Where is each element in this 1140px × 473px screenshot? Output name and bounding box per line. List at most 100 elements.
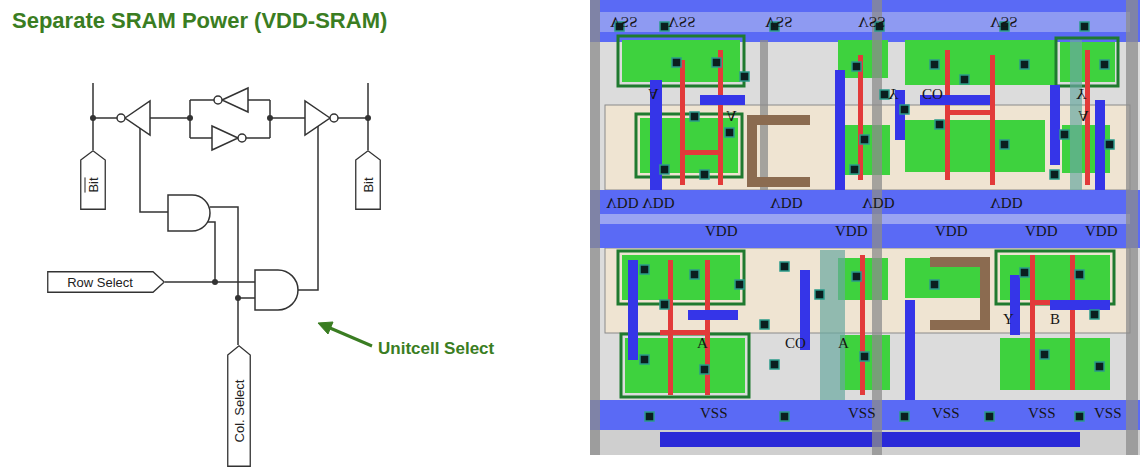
cell-layout: [600, 214, 1130, 224]
cell-layout: [615, 22, 1114, 421]
and-gate-symbol: [168, 195, 210, 231]
signal-port-label: Bit: [355, 150, 381, 210]
cell-layout: [590, 0, 1138, 455]
cell-layout: [660, 432, 1080, 447]
cell-layout: [628, 70, 1110, 400]
cell-layout: [605, 248, 1130, 333]
cell-layout: [621, 334, 749, 397]
layout-pin-label: VSS: [668, 14, 696, 29]
cell-layout: [780, 412, 789, 421]
junction-dot: [90, 115, 96, 121]
cell-layout: [672, 58, 681, 67]
cell-layout: [640, 265, 649, 274]
callout-arrow: [330, 328, 372, 346]
layout-pin-label: VSS: [848, 406, 876, 421]
layout-pin-label: VDD: [862, 195, 895, 210]
layout-pin-label: VDD: [606, 195, 639, 210]
cell-layout: [820, 250, 845, 400]
layout-pin-label: VDD: [990, 195, 1023, 210]
inverter-bubble: [214, 96, 222, 104]
layout-pin-label: CO: [922, 86, 943, 101]
cell-layout: [700, 365, 709, 374]
cell-layout: [1050, 85, 1060, 165]
cell-layout: [1040, 350, 1049, 359]
cell-layout: [1030, 255, 1035, 390]
pentagon-outline: [81, 151, 106, 210]
layout-pin-label: VDD: [835, 224, 868, 239]
cell-layout: [590, 190, 1140, 248]
cell-layout: [752, 120, 985, 325]
inverter-bubble: [238, 134, 246, 142]
cell-layout: [1020, 268, 1029, 277]
cell-layout: [660, 300, 669, 309]
port-name: Bit: [87, 177, 100, 192]
cell-layout: [660, 50, 1090, 395]
inverter-symbol: [125, 101, 150, 135]
inverter-symbol: [222, 88, 248, 112]
layout-pin-label: VSS: [1094, 406, 1122, 421]
layout-pin-label: A: [648, 86, 659, 101]
cell-layout: [645, 412, 654, 421]
cell-layout: [905, 40, 1055, 85]
cell-layout: [590, 0, 1140, 473]
cell-layout: [618, 36, 1118, 397]
layout-pin-label: VSS: [765, 14, 793, 29]
callout-text: Unitcell Select: [378, 340, 494, 357]
cell-layout: [1126, 0, 1138, 455]
layout-pin-label: VSS: [990, 14, 1018, 29]
layout-pin-label: A: [726, 108, 737, 123]
cell-layout: [600, 12, 1130, 32]
cell-layout: [960, 75, 969, 84]
cell-layout: [622, 255, 740, 300]
layout-pin-label: A: [838, 336, 849, 351]
cell-layout: [930, 280, 939, 289]
cell-layout: [752, 120, 810, 182]
cell-layout: [852, 272, 861, 281]
cell-layout: [622, 40, 1115, 393]
cell-layout: [590, 248, 1140, 400]
bit-line: [93, 83, 368, 150]
cell-layout: [1000, 338, 1110, 390]
cell-layout: [590, 400, 1140, 430]
diagram-title: Separate SRAM Power (VDD-SRAM): [12, 8, 387, 34]
layout-pin-label: VDD: [705, 224, 738, 239]
cell-layout: [725, 128, 734, 137]
cell-layout: [1050, 300, 1110, 310]
junction-dot: [187, 115, 193, 121]
sram-schematic: [90, 83, 372, 346]
layout-pin-label: VDD: [1025, 224, 1058, 239]
cell-layout: [835, 70, 845, 190]
cell-layout: [625, 338, 745, 393]
cell-layout: [680, 150, 720, 155]
cell-layout: [1050, 170, 1059, 179]
cell-layout: [852, 62, 861, 71]
cell-layout: [1075, 412, 1084, 421]
pentagon-outline: [356, 151, 381, 210]
signal-port-label: Col. Select: [227, 345, 251, 467]
cell-layout: [660, 330, 710, 335]
cell-layout: [815, 290, 824, 299]
layout-pin-label: A: [697, 336, 708, 351]
cell-layout: [1060, 130, 1069, 139]
signal-port-label: Bit: [80, 150, 106, 210]
inverter-bubble: [330, 114, 338, 122]
wire: [208, 207, 255, 345]
layout-pin-label: Y: [888, 86, 899, 101]
cell-layout: [690, 270, 699, 279]
cell-layout: [660, 165, 669, 174]
cell-layout: [985, 412, 994, 421]
layout-pin-label: VDD: [935, 224, 968, 239]
junction-dot: [235, 295, 241, 301]
cell-layout: [1075, 270, 1084, 279]
cell-layout: [872, 0, 882, 455]
cell-layout: [860, 352, 869, 361]
cell-layout: [735, 280, 744, 289]
and-gate-symbol: [255, 270, 298, 310]
cell-layout: [680, 60, 685, 185]
cell-layout: [640, 355, 649, 364]
cell-layout: [850, 165, 859, 174]
cell-layout: [780, 262, 789, 271]
cell-layout: [760, 320, 769, 329]
junction-dot: [267, 115, 273, 121]
